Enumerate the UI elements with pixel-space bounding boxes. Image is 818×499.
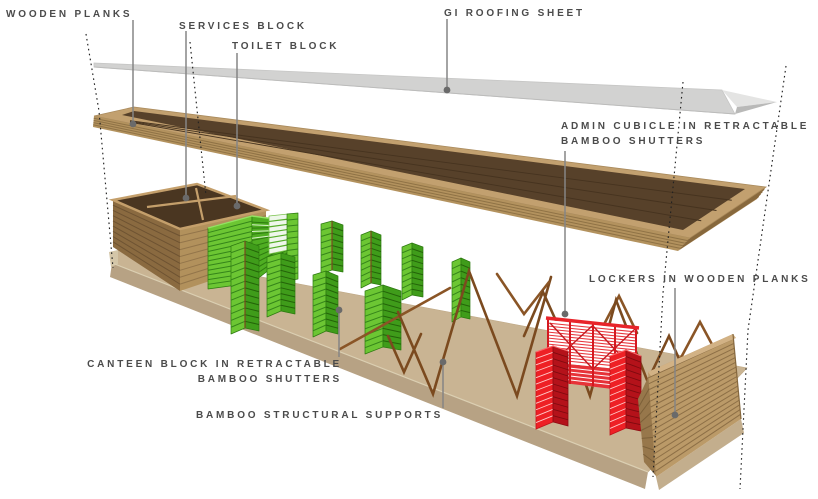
leader-lines <box>132 19 676 415</box>
leader-dot-gi-roofing <box>443 86 451 94</box>
leader-dot-canteen <box>335 306 343 314</box>
services-toilet-box <box>108 182 271 291</box>
leader-dot-wooden-planks <box>129 120 137 128</box>
gi-roofing-sheet-shape <box>93 62 777 115</box>
label-canteen-block: CANTEEN BLOCK IN RETRACTABLE BAMBOO SHUTT… <box>86 357 342 387</box>
projection-line-left <box>85 33 114 269</box>
cubicle-top-rail <box>545 316 640 330</box>
label-admin-cubicle-line1: ADMIN CUBICLE IN RETRACTABLE <box>561 121 810 132</box>
projection-lines <box>85 33 787 490</box>
admin-red-cubicle <box>535 316 642 436</box>
label-lockers: LOCKERS IN WOODEN PLANKS <box>589 274 811 285</box>
leader-dot-bamboo <box>439 358 447 366</box>
label-bamboo-supports: BAMBOO STRUCTURAL SUPPORTS <box>196 410 444 421</box>
leader-dot-admin-cubicle <box>561 310 569 318</box>
box-partition-wall <box>146 194 237 209</box>
label-wooden-planks: WOODEN PLANKS <box>6 9 133 20</box>
canteen-green-shutters <box>207 212 471 355</box>
leader-dot-toilet-block <box>233 202 241 210</box>
label-admin-cubicle: ADMIN CUBICLE IN RETRACTABLE BAMBOO SHUTT… <box>561 119 809 149</box>
label-admin-cubicle-line2: BAMBOO SHUTTERS <box>561 136 706 147</box>
label-services-block: SERVICES BLOCK <box>179 21 307 32</box>
label-gi-roofing-sheet: GI ROOFING SHEET <box>444 8 585 19</box>
projection-line-right-inner <box>652 81 684 478</box>
ceiling-planks-tray <box>93 106 768 251</box>
label-toilet-block: TOILET BLOCK <box>232 41 340 52</box>
label-canteen-line2: BAMBOO SHUTTERS <box>197 374 342 385</box>
leader-dots <box>129 86 679 419</box>
box-partition-wall <box>194 187 205 221</box>
lockers-wooden-wall <box>638 333 742 477</box>
label-canteen-line1: CANTEEN BLOCK IN RETRACTABLE <box>87 359 342 370</box>
leader-dot-services-block <box>182 194 190 202</box>
leader-dot-lockers <box>671 411 679 419</box>
projection-line-box <box>189 41 207 197</box>
